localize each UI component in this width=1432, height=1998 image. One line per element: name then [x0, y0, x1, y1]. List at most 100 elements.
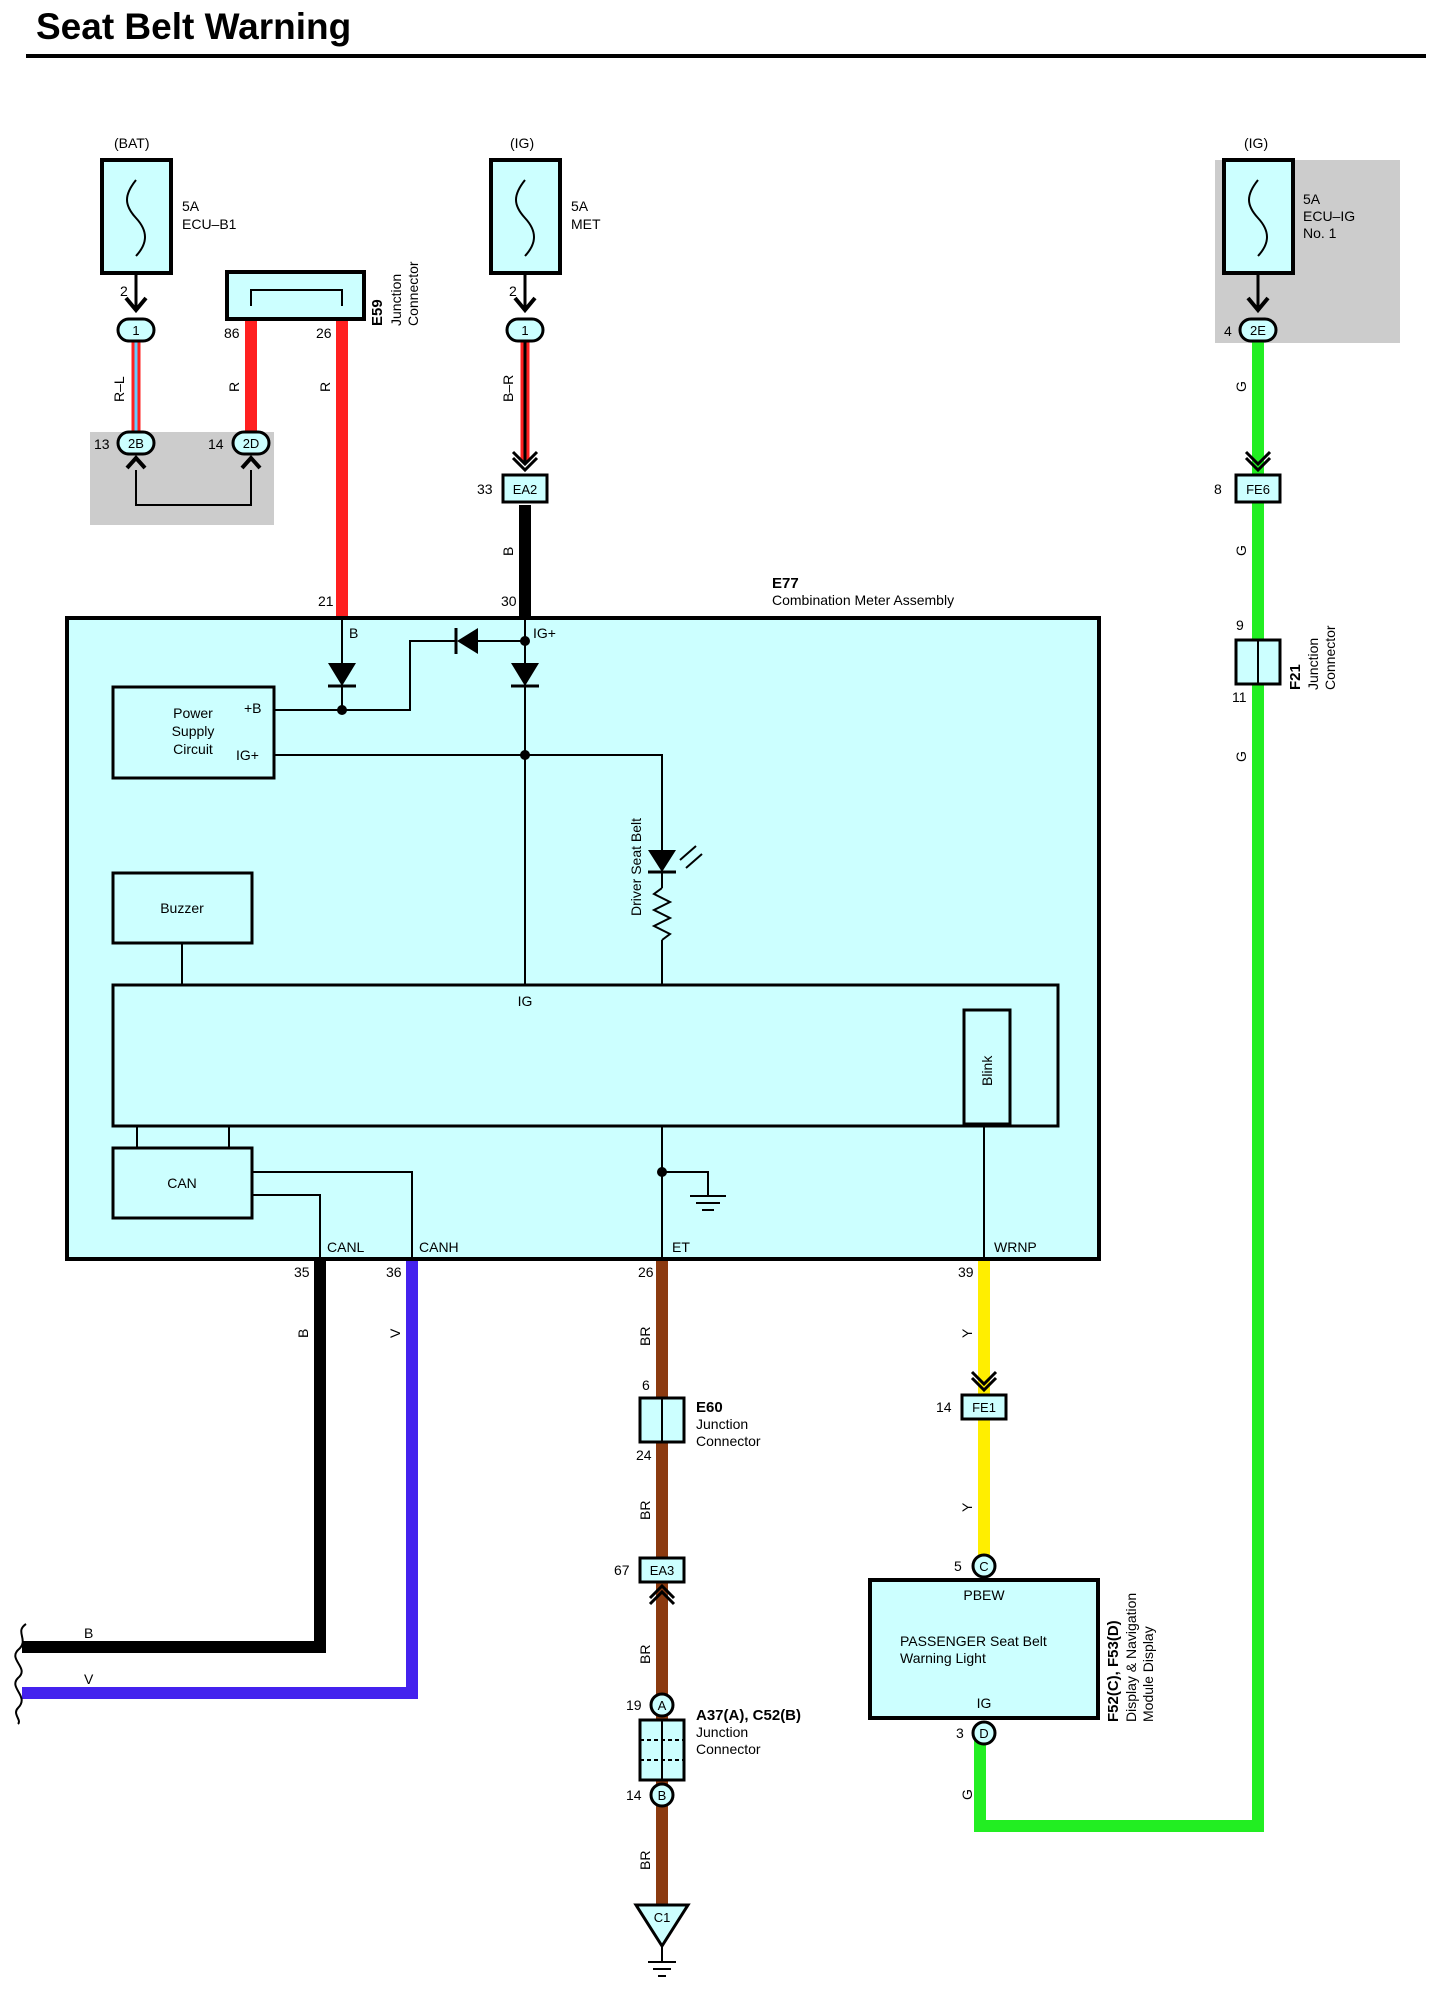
arrow-ea3-a — [648, 1583, 676, 1600]
wire-label-g-bottom: G — [959, 1789, 975, 1800]
arrow-2d — [240, 455, 262, 470]
connector-2d — [231, 430, 271, 456]
meter-term-ig: IG+ — [533, 625, 556, 641]
et-ground-lead — [662, 1171, 709, 1196]
connector-1-mid-label: 1 — [521, 323, 528, 338]
connector-f21-id: F21 — [1287, 664, 1304, 690]
node-ig — [520, 750, 530, 760]
fuse-ecu-ig-icon — [1248, 179, 1268, 257]
e60-pin-bottom: 24 — [636, 1447, 652, 1463]
fuse-ecu-ig-pin: 4 — [1224, 323, 1232, 339]
connector-1-left — [116, 317, 156, 343]
buzzer-label: Buzzer — [160, 900, 204, 916]
can-label: CAN — [167, 1175, 197, 1191]
fuse-met-rating: 5A — [571, 198, 589, 214]
wire-label-br4: BR — [637, 1851, 653, 1870]
connector-a-label: A — [658, 1698, 667, 1713]
pin-canl: 35 — [294, 1264, 310, 1280]
wire-label-br: B–R — [500, 375, 516, 402]
canl-line — [252, 1194, 321, 1258]
connector-b — [649, 1782, 675, 1808]
can-box — [111, 1146, 254, 1220]
arrow-ea2-a — [511, 450, 539, 467]
wire-label-b-met: B — [500, 547, 516, 556]
fuse-met-name: MET — [571, 216, 601, 232]
connector-1-left-label: 1 — [132, 323, 139, 338]
wire-green — [974, 340, 1264, 1832]
display-pbew: PBEW — [963, 1587, 1005, 1603]
display-desc1: Display & Navigation — [1123, 1593, 1139, 1722]
arrow-2b — [125, 455, 147, 470]
fuse-ecu-b1-icon — [126, 179, 146, 257]
power-supply-plusb: +B — [244, 700, 262, 716]
diode-cross — [457, 628, 478, 654]
connector-fe1-label: FE1 — [972, 1400, 996, 1415]
connector-1-mid — [505, 317, 545, 343]
connector-d — [971, 1720, 997, 1746]
display-ig: IG — [977, 1695, 992, 1711]
connector-f21-desc1: Junction — [1305, 638, 1321, 690]
meter-pin-b: 21 — [318, 593, 334, 609]
connector-2b-pin: 13 — [94, 436, 110, 452]
wire-label-v-out: V — [84, 1671, 94, 1687]
link-2b-2d — [135, 470, 252, 506]
arrow-fe1-b — [970, 1376, 998, 1393]
blink-box — [962, 1008, 1012, 1126]
wire-label-r1: R — [226, 382, 242, 392]
ground-c1-label: C1 — [654, 1910, 671, 1925]
driver-seat-belt-label: Driver Seat Belt — [628, 818, 644, 916]
meter-igplus-line — [275, 754, 663, 835]
connector-fe6 — [1234, 473, 1282, 504]
wire-label-v-can: V — [387, 1328, 403, 1338]
e60-desc1: Junction — [696, 1416, 748, 1432]
display-id: F52(C), F53(D) — [1105, 1620, 1122, 1722]
connector-f21-desc2: Connector — [1322, 625, 1338, 690]
arrow-ea2-b — [511, 456, 539, 473]
connector-e59-pin-b: 26 — [316, 325, 332, 341]
fuse-ecu-ig-source: (IG) — [1244, 135, 1268, 151]
meter-id: E77 — [772, 575, 799, 592]
power-supply-l2: Supply — [172, 723, 215, 739]
fuse-met-source: (IG) — [510, 135, 534, 151]
pin-canh: 36 — [386, 1264, 402, 1280]
arrow-fe6-b — [1244, 456, 1272, 473]
arrow-fe1-a — [970, 1370, 998, 1387]
et-label: ET — [672, 1239, 690, 1255]
wire-label-b-out: B — [84, 1625, 93, 1641]
wire-label-y1: Y — [959, 1328, 975, 1338]
canh-label: CANH — [419, 1239, 459, 1255]
fuse-ecu-b1-pin: 2 — [120, 283, 128, 299]
wire-label-rl: R–L — [111, 376, 127, 402]
pin-et: 26 — [638, 1264, 654, 1280]
wrnp-label: WRNP — [994, 1239, 1037, 1255]
fuse-met-pin: 2 — [509, 283, 517, 299]
page-title: Seat Belt Warning — [36, 6, 352, 47]
fuse-ecu-b1-name: ECU–B1 — [182, 216, 237, 232]
canl-label: CANL — [327, 1239, 365, 1255]
a37-desc2: Connector — [696, 1741, 761, 1757]
connector-fe1-pin: 14 — [936, 1399, 952, 1415]
led-ray-1 — [679, 845, 697, 861]
wire-label-br1: BR — [637, 1327, 653, 1346]
connector-b-pin: 14 — [626, 1787, 642, 1803]
e60-pin-top: 6 — [642, 1377, 650, 1393]
fuse-met-icon — [515, 179, 535, 257]
connector-a — [649, 1692, 675, 1718]
e60-id: E60 — [696, 1399, 723, 1416]
arrow-fe6-a — [1244, 450, 1272, 467]
wire-break-mark — [14, 1623, 27, 1725]
connector-2e-label: 2E — [1250, 323, 1266, 338]
wire-can-v — [22, 1258, 418, 1699]
fuse-ecu-ig-name1: ECU–IG — [1303, 208, 1355, 224]
node-b — [337, 705, 347, 715]
led-ray-2 — [685, 853, 703, 869]
arrow-ecu-b1 — [124, 296, 148, 314]
connector-ea3-pin: 67 — [614, 1562, 630, 1578]
wire-label-br3: BR — [637, 1645, 653, 1664]
wire-label-b-can: B — [295, 1329, 311, 1338]
connector-ea2 — [501, 473, 549, 504]
connector-ea3 — [638, 1556, 686, 1584]
wire-label-g3: G — [1233, 751, 1249, 762]
connector-ea3-label: EA3 — [650, 1563, 675, 1578]
connector-c-pin: 5 — [954, 1558, 962, 1574]
